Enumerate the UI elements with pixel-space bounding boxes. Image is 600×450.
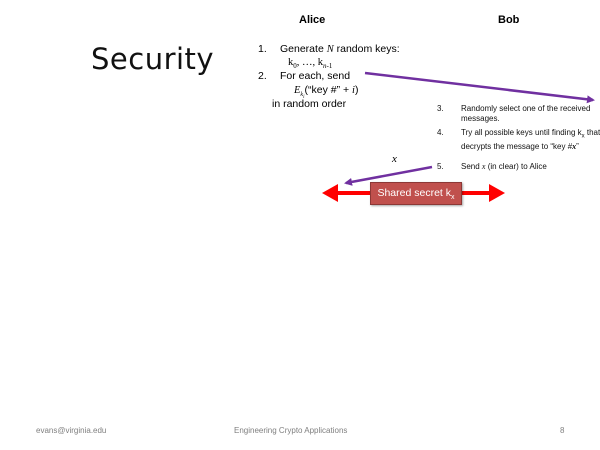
bob-step-3-number: 3. — [437, 104, 444, 113]
alice-step-2-text: For each, send — [280, 70, 351, 82]
alice-step-1-text-post: random keys: — [333, 43, 400, 55]
bob-step-5-text: Send x (in clear) to Alice — [461, 162, 600, 172]
messages-arrow — [364, 71, 595, 104]
bob-step-5-var: x — [481, 162, 486, 171]
red-arrow-left-head — [322, 184, 338, 202]
bob-step-4-post: ” — [576, 141, 579, 151]
keys-sub-n-tail: -1 — [326, 62, 333, 71]
alice-encryption: Eki(“key #” + i) — [294, 84, 358, 104]
bob-header: Bob — [498, 14, 520, 26]
bob-step-4-mid: that decrypts the message to “key # — [461, 128, 600, 151]
x-label: x — [392, 153, 397, 165]
bob-step-5-post: (in clear) to Alice — [485, 162, 547, 171]
bob-step-3-text: Randomly select one of the received mess… — [461, 104, 591, 123]
enc-e: E — [294, 85, 301, 96]
red-arrow-right-head — [489, 184, 505, 202]
alice-random-order: in random order — [272, 98, 347, 110]
alice-keys-list: k0, …, kn-1 — [288, 56, 332, 73]
enc-sub-i: i — [303, 95, 305, 101]
alice-step-1: 1. Generate N random keys: — [258, 43, 438, 56]
slide-title: Security — [91, 42, 215, 76]
keys-mid: , …, k — [296, 57, 323, 68]
alice-step-2-number: 2. — [258, 70, 267, 82]
bob-step-4-var: x — [572, 141, 577, 151]
footer-page-number: 8 — [560, 426, 565, 435]
enc-args: (“key #” + — [304, 84, 353, 96]
keys-k: k — [288, 57, 294, 68]
enc-close: ) — [354, 84, 359, 96]
enc-var-i: i — [352, 85, 355, 96]
shared-secret-label: Shared secret k — [377, 187, 452, 199]
bob-step-4-text: Try all possible keys until finding kx t… — [461, 128, 600, 152]
footer-course: Engineering Crypto Applications — [234, 426, 348, 435]
bob-step-5-number: 5. — [437, 162, 444, 171]
bob-step-4-number: 4. — [437, 128, 444, 137]
bob-step-4-pre: Try all possible keys until finding k — [461, 128, 582, 137]
bob-steps: 3. Randomly select one of the received m… — [437, 104, 600, 184]
keys-sub-n: n — [323, 62, 327, 71]
enc-sub-k: k — [300, 92, 304, 99]
alice-step-1-text: Generate N random keys: — [280, 43, 400, 56]
alice-header: Alice — [299, 14, 326, 26]
send-x-arrow — [344, 165, 433, 186]
bob-step-4-sub: x — [581, 133, 585, 140]
shared-secret-box: Shared secret kx — [370, 182, 462, 205]
keys-sub-0: 0 — [293, 62, 297, 71]
footer-email: evans@virginia.edu — [36, 426, 107, 435]
alice-steps: 1. Generate N random keys: k0, …, kn-1 2… — [258, 43, 438, 123]
alice-step-2: 2. For each, send — [258, 70, 438, 83]
alice-step-1-number: 1. — [258, 43, 267, 55]
bob-step-5-pre: Send — [461, 162, 482, 171]
alice-step-1-text-pre: Generate — [280, 43, 327, 55]
alice-step-1-var: N — [326, 44, 334, 55]
shared-secret-sub: x — [451, 194, 455, 202]
